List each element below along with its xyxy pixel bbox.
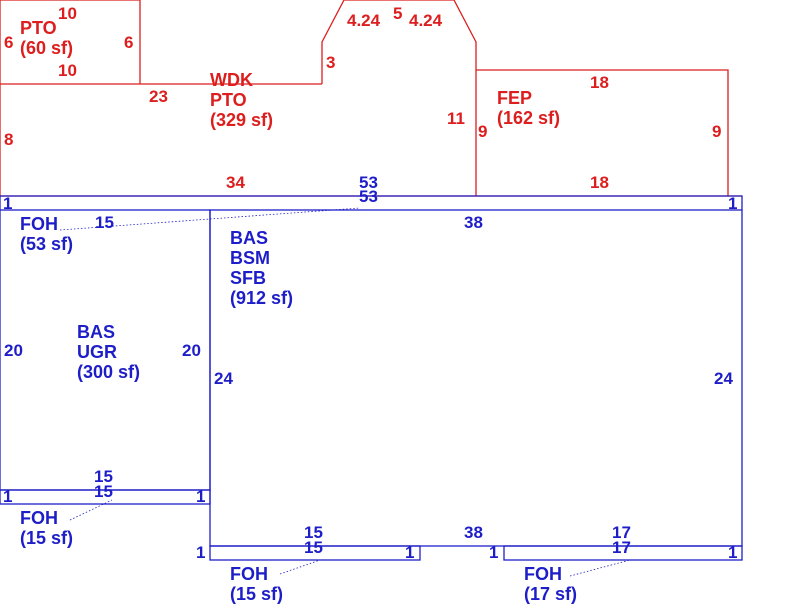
dim-bas-38-top: 38 [464,213,483,232]
dim-wdk-23: 23 [149,87,168,106]
dim-wdk-11: 11 [447,109,465,128]
bas-main-outline [209,209,743,547]
dim-one-foh-right-r: 1 [728,543,737,562]
leader-foh-right [569,559,631,577]
foh-top-code: FOH [20,214,58,234]
dim-fep-bottom: 18 [590,173,609,192]
wdk-pto-code: PTO [210,90,247,110]
dim-wdk-34: 34 [226,173,245,192]
bas-main-area: (912 sf) [230,288,293,308]
dim-foh-top-53: 53 [359,187,378,206]
foh-mid-code: FOH [230,564,268,584]
dim-pto-top: 10 [58,4,77,23]
bay-outline [321,0,477,196]
wdk-area: (329 sf) [210,110,273,130]
pto-outline [0,0,141,84]
dim-foh-right-17b: 17 [612,538,631,557]
dim-pto-bottom: 10 [58,61,77,80]
fep-code: FEP [497,88,532,108]
dim-bay-5: 5 [393,4,402,23]
dim-ugr-20-left: 20 [4,341,23,360]
dim-foh-mid-15a: 15 [304,523,323,542]
foh-mid-area: (15 sf) [230,584,283,604]
dim-one-foh-right-l: 1 [489,543,498,562]
foh-mid-outline [209,545,421,561]
foh-left-outline [0,489,211,505]
dim-fep-top: 18 [590,73,609,92]
foh-right-code: FOH [524,564,562,584]
bas-ugr-code: BAS [77,322,115,342]
foh-top-area: (53 sf) [20,234,73,254]
wdk-code: WDK [210,70,253,90]
dim-bay-424-right: 4.24 [409,11,443,30]
leader-foh-mid [279,559,321,575]
dim-bay-424-left: 4.24 [347,11,381,30]
dim-one-foh-mid-l: 1 [196,543,205,562]
dim-wdk-3: 3 [326,53,335,72]
fep-outline [476,69,729,196]
dim-one-top-right: 1 [728,194,737,213]
leader-foh-left [69,499,113,521]
pto-small-area: (60 sf) [20,38,73,58]
dim-wdk-8: 8 [4,130,13,149]
dim-bas-38-bottom: 38 [464,523,483,542]
dim-one-foh-mid-r: 1 [405,543,414,562]
dim-one-top-left: 1 [3,194,12,213]
dim-foh-top-15: 15 [95,213,114,232]
dim-one-foh-left-l: 1 [3,487,12,506]
bas-main-code: BAS [230,228,268,248]
bsm-code: BSM [230,248,270,268]
dim-fep-right: 9 [712,122,721,141]
dim-foh-right-17a: 17 [612,523,631,542]
ugr-code: UGR [77,342,117,362]
foh-right-area: (17 sf) [524,584,577,604]
foh-top-outline [0,195,743,210]
sfb-code: SFB [230,268,266,288]
dim-one-foh-left-r: 1 [196,487,205,506]
leader-foh-top [59,207,361,231]
dim-ugr-20-right: 20 [182,341,201,360]
dim-wdk-53: 53 [359,173,378,192]
dim-bas-24-left: 24 [214,369,233,388]
fep-area: (162 sf) [497,108,560,128]
dim-pto-left: 6 [4,33,13,52]
foh-left-area: (15 sf) [20,528,73,548]
dim-bas-24-right: 24 [714,369,733,388]
foh-left-code: FOH [20,508,58,528]
bas-ugr-area: (300 sf) [77,362,140,382]
dim-fep-left: 9 [478,122,487,141]
foh-right-outline [503,545,743,561]
dim-foh-left-15b: 15 [94,482,113,501]
pto-small-code: PTO [20,18,57,38]
dim-foh-left-15a: 15 [94,467,113,486]
dim-foh-mid-15b: 15 [304,538,323,557]
dim-pto-right: 6 [124,33,133,52]
